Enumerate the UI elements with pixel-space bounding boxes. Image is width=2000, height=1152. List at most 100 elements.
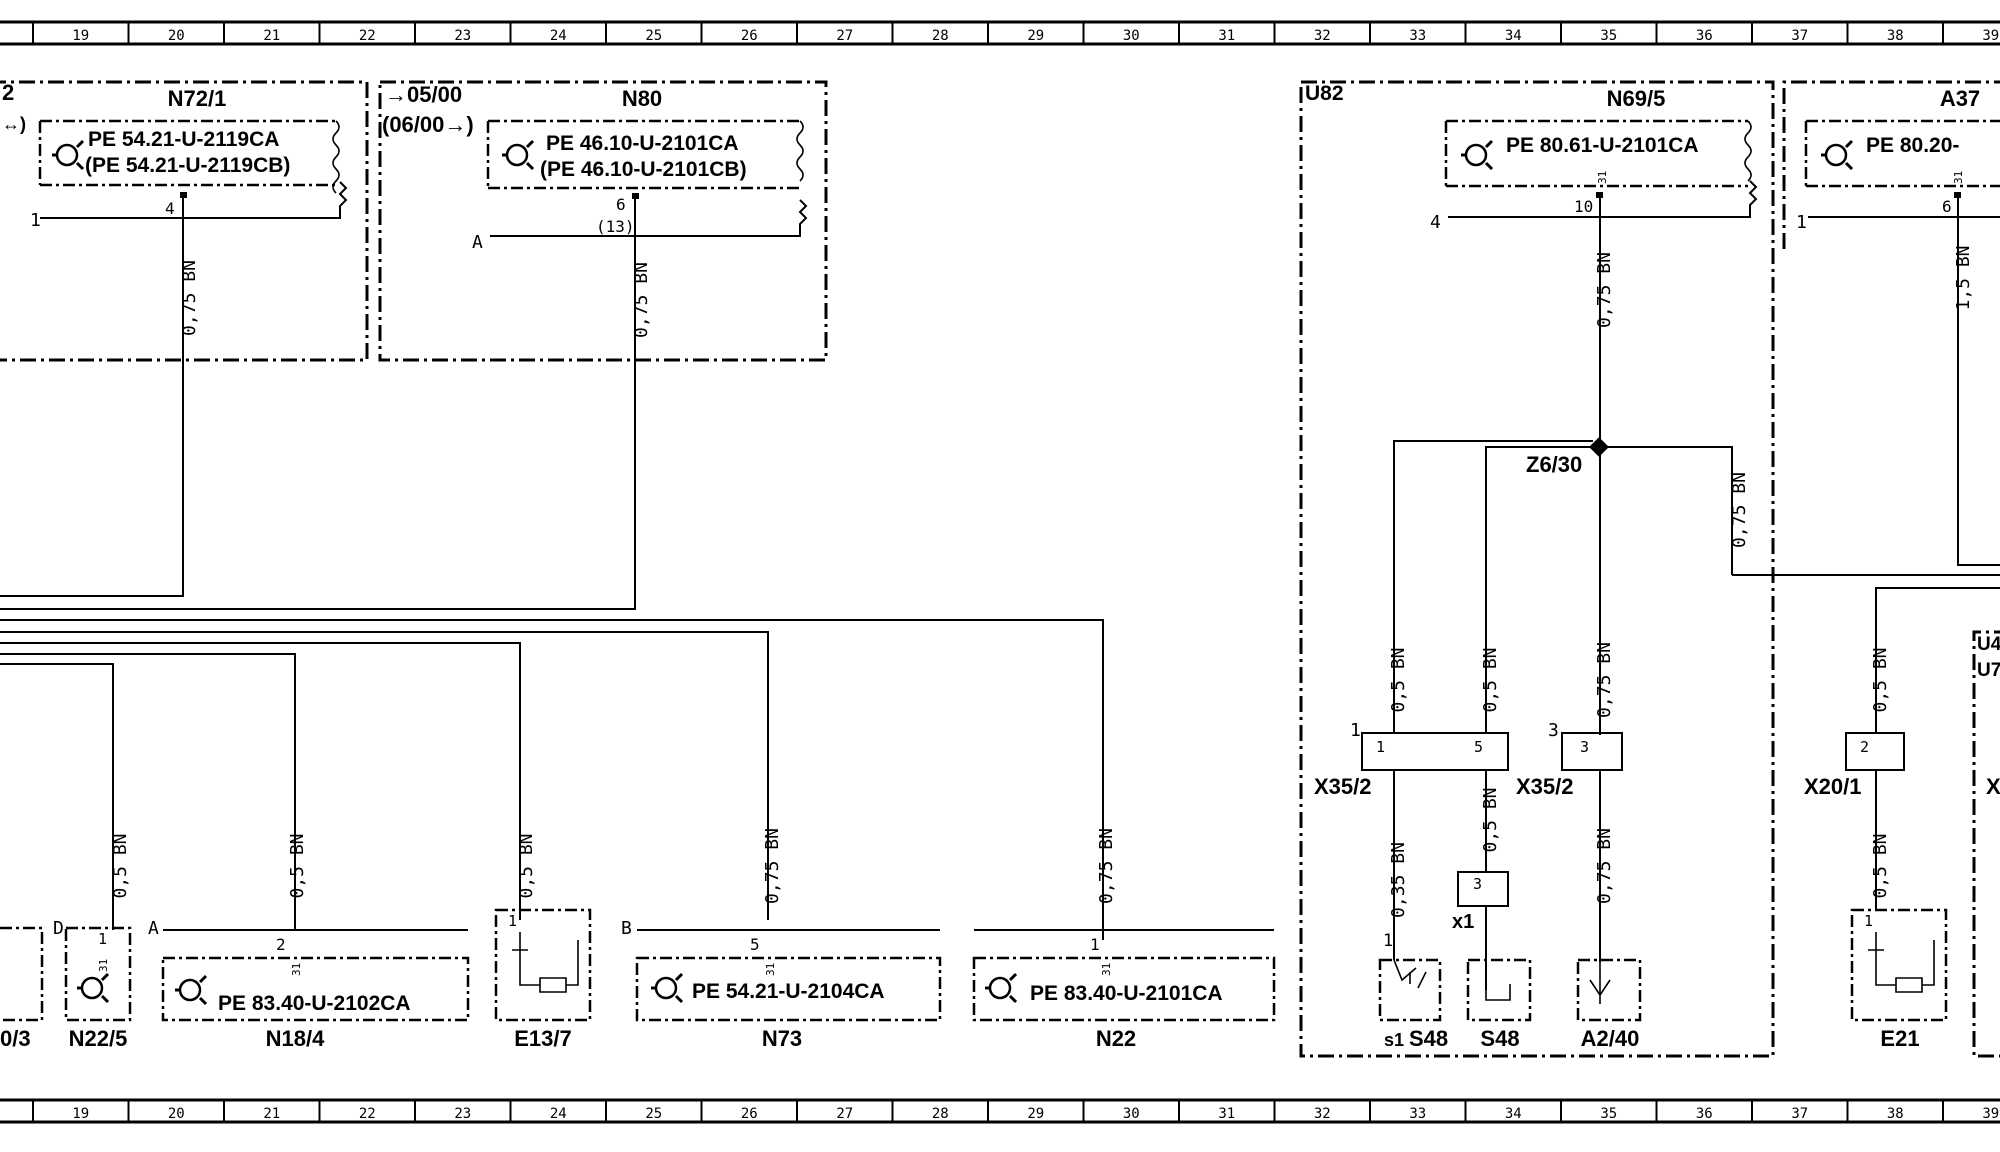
- n22-5-side: D: [53, 918, 64, 939]
- wire-bus: [0, 619, 1104, 940]
- bottom-ruler-number: 31: [1218, 1106, 1235, 1122]
- top-ruler-number: 33: [1409, 28, 1426, 44]
- top-ruler-number: 39: [1982, 28, 1999, 44]
- wire-label-x35b: 0,5 BN: [1480, 647, 1501, 712]
- bottom-ruler-number: 36: [1696, 1106, 1713, 1122]
- top-ruler-number: 37: [1791, 28, 1808, 44]
- n73-pin: 5: [750, 935, 760, 954]
- wire-label-x35c: 0,75 BN: [1594, 642, 1615, 718]
- module-u4-u7: U4 U7 X: [1972, 630, 2000, 1058]
- a37-title: A37: [1940, 86, 1980, 111]
- n69-5-side: 4: [1430, 212, 1441, 233]
- top-ruler-number: 23: [454, 28, 471, 44]
- n72-prefix: 2: [2, 80, 14, 105]
- x35-2a-pin5: 5: [1474, 738, 1483, 756]
- x35-2b-side: 3: [1548, 720, 1559, 741]
- wire-label-n73: 0,75 BN: [762, 828, 783, 904]
- wire-label-z6-right: 0,75 BN: [1729, 472, 1750, 548]
- n80-date-1: →05/00: [385, 82, 462, 107]
- top-ruler-number: 34: [1505, 28, 1522, 44]
- bottom-ruler-number: 35: [1600, 1106, 1617, 1122]
- component-partial-left: 0/3: [0, 926, 44, 1051]
- wire-label-e21: 0,5 BN: [1870, 833, 1891, 898]
- n73-ref: PE 54.21-U-2104CA: [692, 980, 885, 1003]
- n80-pin: 6: [616, 195, 626, 214]
- bottom-ruler-number: 27: [836, 1106, 853, 1122]
- connector-x35-2-a: 1 1 5 X35/2: [1314, 720, 1509, 799]
- wire-n80: [0, 196, 636, 610]
- top-ruler-number: 26: [741, 28, 758, 44]
- a37-side: 1: [1796, 212, 1807, 233]
- n69-5-ref: PE 80.61-U-2101CA: [1506, 134, 1699, 157]
- a37-pin: 6: [1942, 197, 1952, 216]
- top-ruler-number: 27: [836, 28, 853, 44]
- connector-x20-1: 2 X20/1: [1804, 732, 1905, 799]
- gearwheel-icon: [175, 974, 208, 1006]
- e21-label: E21: [1880, 1026, 1919, 1051]
- x35-2a-side: 1: [1350, 720, 1361, 741]
- x35-2a-label: X35/2: [1314, 774, 1372, 799]
- wire-label-n18-4: 0,5 BN: [287, 833, 308, 898]
- bottom-ruler-number: 29: [1027, 1106, 1044, 1122]
- n80-pin-alt: (13): [596, 217, 635, 236]
- wire-label-n22: 0,75 BN: [1096, 828, 1117, 904]
- component-e21: 1 E21: [1850, 908, 1948, 1051]
- component-s48: S48: [1466, 958, 1532, 1051]
- n18-4-side: A: [148, 918, 159, 939]
- connector-x1: 3 x1: [1452, 871, 1509, 933]
- x1-pin: 3: [1473, 875, 1482, 893]
- wire-label-n72: 0,75 BN: [179, 260, 200, 336]
- n69-5-pin: 10: [1574, 197, 1593, 216]
- s48-s1-pin: 1: [1383, 931, 1393, 951]
- top-ruler-number: 30: [1123, 28, 1140, 44]
- top-ruler-number: 38: [1887, 28, 1904, 44]
- gearwheel-icon: [1461, 139, 1494, 171]
- module-n72-1: 2 ↔) N72/1 PE 54.21-U-2119CA (PE 54.21-U…: [0, 80, 369, 362]
- bottom-ruler-number: 19: [72, 1106, 89, 1122]
- n72-1-title: N72/1: [168, 86, 227, 111]
- n73-pin-top: 31: [764, 963, 777, 976]
- partial-left-label: 0/3: [0, 1026, 31, 1051]
- gearwheel-icon: [1821, 139, 1854, 171]
- component-s1-s48: 1 s1 S48: [1378, 931, 1448, 1051]
- wire-label-s48b: 0,5 BN: [1480, 787, 1501, 852]
- bottom-ruler-number: 28: [932, 1106, 949, 1122]
- bottom-ruler-number: 30: [1123, 1106, 1140, 1122]
- bottom-ruler-number: 26: [741, 1106, 758, 1122]
- n22-ref: PE 83.40-U-2101CA: [1030, 982, 1223, 1005]
- bottom-ruler-number: 23: [454, 1106, 471, 1122]
- a2-40-label: A2/40: [1581, 1026, 1640, 1051]
- bottom-ruler-number: 39: [1982, 1106, 1999, 1122]
- n22-5-pin: 1: [98, 930, 107, 948]
- bottom-ruler-number: 24: [550, 1106, 567, 1122]
- a37-pin-top: 31: [1952, 171, 1965, 184]
- x1-label: x1: [1452, 911, 1474, 933]
- bottom-ruler-number: 32: [1314, 1106, 1331, 1122]
- bottom-ruler-number: 33: [1409, 1106, 1426, 1122]
- module-a37: A37 PE 80.20- 31 1 6 1,5 BN: [1782, 80, 2000, 566]
- top-ruler-number: 31: [1218, 28, 1235, 44]
- antenna-icon: [1589, 962, 1611, 1004]
- n73-side: B: [621, 918, 632, 939]
- bottom-ruler-number: 22: [359, 1106, 376, 1122]
- n18-4-pin-top: 31: [290, 963, 303, 976]
- n18-4-ref: PE 83.40-U-2102CA: [218, 992, 411, 1015]
- wire-label-a37: 1,5 BN: [1953, 245, 1974, 310]
- u7-label: U7: [1977, 660, 2000, 681]
- component-e13-7: 1 E13/7: [494, 908, 592, 1051]
- s48-s1-prefix: s1: [1384, 1030, 1404, 1050]
- e21-pin: 1: [1864, 912, 1873, 930]
- n80-title: N80: [622, 86, 662, 111]
- n72-arrow: ↔): [2, 114, 26, 134]
- bottom-ruler-number: 38: [1887, 1106, 1904, 1122]
- component-n73: B 5 31 PE 54.21-U-2104CA N73: [621, 918, 942, 1051]
- bottom-ruler-number: 20: [168, 1106, 185, 1122]
- u4-extra: X: [1986, 774, 2000, 799]
- n69-5-pin-top: 31: [1596, 171, 1609, 184]
- module-n80: →05/00 (06/00→) N80 PE 46.10-U-2101CA (P…: [378, 80, 828, 362]
- component-n22-5: D 1 31 N22/5: [53, 918, 132, 1051]
- n72-ref-1: PE 54.21-U-2119CA: [88, 128, 279, 151]
- component-a2-40: A2/40: [1576, 958, 1642, 1051]
- module-u82: U82 N69/5 PE 80.61-U-2101CA 31 4 10 0,75…: [1299, 80, 2000, 1058]
